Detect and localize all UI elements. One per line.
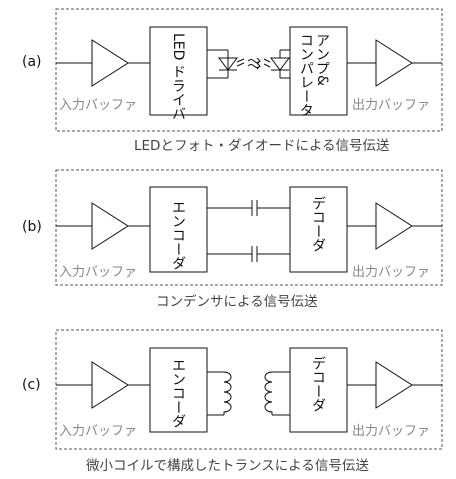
output-buffer-label: 出力バッファ: [352, 424, 430, 439]
encoder-block: [149, 347, 208, 433]
panel-tag: (c): [22, 377, 41, 393]
output-buffer-symbol: [375, 361, 413, 409]
decoder-label: デコーダ: [310, 196, 326, 252]
input-buffer-symbol: [91, 39, 129, 87]
output-buffer-symbol: [375, 39, 413, 87]
input-buffer-label: 入力バッファ: [59, 265, 137, 280]
panel-frame: [55, 329, 443, 450]
amp-comparator-label-2: コンパレータ: [298, 33, 314, 117]
panel-a: (a) LED ドライバ: [22, 8, 443, 154]
decoder-block: [289, 347, 348, 433]
panel-c: (c) エンコーダ デコーダ 入力バッファ 出力バッファ 微小コイルで構成したト…: [22, 329, 443, 474]
decoder-block: [289, 186, 348, 273]
led-driver-block: [149, 26, 208, 116]
led-symbol: [218, 57, 245, 71]
light-wave-icon: [247, 57, 261, 70]
output-buffer-label: 出力バッファ: [352, 98, 430, 113]
panel-tag: (a): [22, 54, 42, 70]
panel-caption: コンデンサによる信号伝送: [156, 293, 318, 310]
output-buffer-symbol: [375, 202, 413, 250]
input-buffer-symbol: [91, 202, 129, 250]
input-buffer-symbol: [91, 361, 129, 409]
panel-caption: 微小コイルで構成したトランスによる信号伝送: [86, 458, 369, 474]
led-driver-label: LED ドライバ: [170, 33, 186, 121]
panel-tag: (b): [22, 219, 42, 235]
decoder-label: デコーダ: [310, 356, 326, 412]
encoder-label: エンコーダ: [170, 358, 186, 428]
amp-comparator-block: [289, 26, 348, 116]
capacitor-symbol: [207, 200, 290, 216]
panel-b: (b) エンコーダ デコーダ 入力バッファ 出力バッファ コンデンサによる信号伝…: [22, 169, 443, 310]
encoder-block: [149, 186, 208, 273]
encoder-label: エンコーダ: [170, 200, 186, 270]
photodiode-symbol: [263, 57, 290, 71]
capacitor-symbol: [207, 246, 290, 262]
panel-frame: [55, 8, 443, 132]
panel-caption: LEDとフォト・ダイオードによる信号伝送: [134, 138, 390, 154]
input-buffer-label: 入力バッファ: [59, 98, 137, 113]
amp-comparator-label-1: アンプ&: [314, 33, 330, 86]
transformer-coil-symbol: [207, 371, 290, 416]
input-buffer-label: 入力バッファ: [59, 424, 137, 439]
panel-frame: [55, 169, 443, 286]
output-buffer-label: 出力バッファ: [352, 265, 430, 280]
